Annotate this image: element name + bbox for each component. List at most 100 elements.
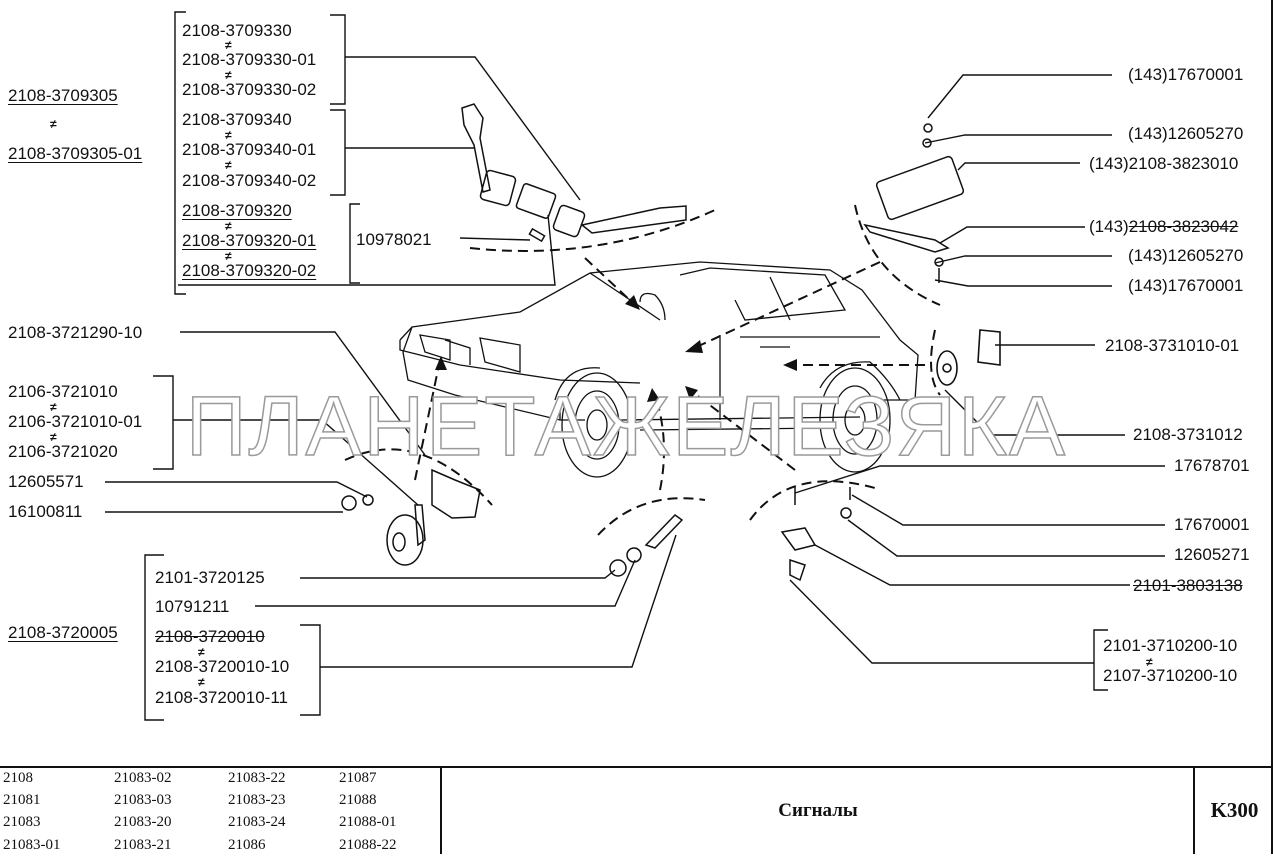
part-label-3731012[interactable]: 2108-3731012	[1133, 425, 1243, 444]
leader-relay-screw-top	[927, 74, 1112, 119]
not-interchangeable-symbol: ≠	[225, 219, 232, 233]
assembly-label-3720005[interactable]: 2108-3720005	[8, 623, 118, 642]
part-label-17678701[interactable]: 17678701	[1174, 456, 1250, 475]
model-item: 21083-22	[228, 770, 286, 786]
part-label-relay[interactable]: (143)2108-3823010	[1089, 154, 1239, 173]
leader-sensor	[789, 579, 1094, 664]
model-item: 21088-01	[339, 814, 397, 830]
model-item: 21083-02	[114, 770, 172, 786]
door-switch-drawing	[936, 329, 1001, 386]
part-label-3709340-01[interactable]: 2108-3709340-01	[182, 140, 317, 159]
leader-relay-bracket	[939, 226, 1085, 244]
part-label-10791211[interactable]: 10791211	[155, 597, 230, 616]
part-label-3721020[interactable]: 2106-3721020	[8, 442, 118, 461]
model-item: 21083-01	[3, 837, 61, 853]
part-label-relay-washer-bottom[interactable]: (143)12605270	[1128, 246, 1244, 265]
part-label-3720010-10[interactable]: 2108-3720010-10	[155, 657, 290, 676]
not-interchangeable-symbol: ≠	[225, 38, 232, 52]
leader-relay-screw-bottom	[934, 279, 1112, 287]
horn-drawing	[341, 468, 481, 566]
leader-2101-3720125	[300, 569, 616, 579]
arc-relay	[854, 204, 941, 306]
footer-title-block	[0, 766, 1273, 856]
arc-horn-switch	[597, 497, 706, 536]
part-label-16100811[interactable]: 16100811	[8, 502, 83, 521]
leader-relay	[957, 162, 1080, 171]
part-label-3709340-02[interactable]: 2108-3709340-02	[182, 171, 317, 190]
part-label-3721010[interactable]: 2106-3721010	[8, 382, 118, 401]
part-label-12605571[interactable]: 12605571	[8, 472, 84, 491]
part-label-3709330-01[interactable]: 2108-3709330-01	[182, 50, 317, 69]
arrow-switch	[584, 257, 636, 306]
bracket-3709330	[330, 14, 346, 105]
part-label-relay-bracket[interactable]: (143)2108-3823042	[1089, 217, 1239, 236]
leader-17670001	[851, 494, 1165, 526]
part-label-relay-screw-bottom[interactable]: (143)17670001	[1128, 276, 1244, 295]
part-label-2107-3710200-10[interactable]: 2107-3710200-10	[1103, 666, 1238, 685]
leader-relay-washer-top	[924, 134, 1112, 144]
not-interchangeable-symbol: ≠	[225, 249, 232, 263]
part-label-3709330-02[interactable]: 2108-3709330-02	[182, 80, 317, 99]
part-label-relay-bracket-number: 2108-3823042	[1128, 217, 1239, 236]
not-interchangeable-symbol: ≠	[50, 117, 57, 131]
part-label-3709320-01[interactable]: 2108-3709320-01	[182, 231, 317, 250]
leader-3721290	[180, 331, 426, 456]
arc-switch	[469, 209, 716, 252]
footer-divider	[1193, 766, 1195, 854]
part-label-3721010-01[interactable]: 2106-3721010-01	[8, 412, 143, 431]
part-label-10978021[interactable]: 10978021	[356, 230, 432, 249]
model-item: 21083-03	[114, 792, 172, 808]
leader-3709330	[345, 56, 581, 201]
bracket-3709340	[330, 109, 346, 196]
arrow-relay	[689, 261, 881, 351]
leader-2101-3803138	[814, 544, 1130, 586]
part-label-3709320-02[interactable]: 2108-3709320-02	[182, 261, 317, 280]
arc-sensor	[749, 480, 876, 521]
bracket-switch-assembly	[174, 11, 186, 295]
leader-switch-gasket	[944, 389, 1125, 436]
bracket-3709320	[349, 203, 360, 284]
leader-relay-washer-bottom	[934, 255, 1112, 264]
arrow-horn	[414, 359, 441, 481]
part-label-12605271[interactable]: 12605271	[1174, 545, 1250, 564]
page-code: K300	[1210, 798, 1259, 822]
leader-12605271	[847, 519, 1165, 557]
not-interchangeable-symbol: ≠	[225, 68, 232, 82]
arc-horn	[344, 448, 493, 506]
part-label-relay-washer-top[interactable]: (143)12605270	[1128, 124, 1244, 143]
not-interchangeable-symbol: ≠	[225, 128, 232, 142]
bracket-horn-group	[153, 375, 174, 470]
part-label-2101-3710200-10[interactable]: 2101-3710200-10	[1103, 636, 1238, 655]
assembly-label-3709305[interactable]: 2108-3709305	[8, 86, 118, 105]
part-label-3709340[interactable]: 2108-3709340	[182, 110, 292, 129]
frame-right-border	[1271, 0, 1273, 854]
model-item: 21083-24	[228, 814, 286, 830]
leader-3709320	[178, 214, 556, 286]
model-item: 21083-23	[228, 792, 286, 808]
not-interchangeable-symbol: ≠	[50, 400, 57, 414]
part-label-3709330[interactable]: 2108-3709330	[182, 21, 292, 40]
part-label-relay-screw-top[interactable]: (143)17670001	[1128, 65, 1244, 84]
part-label-3721290-10[interactable]: 2108-3721290-10	[8, 323, 143, 342]
leader-12605571	[105, 481, 368, 498]
part-label-3709320[interactable]: 2108-3709320	[182, 201, 292, 220]
part-label-2101-3803138[interactable]: 2101-3803138	[1133, 576, 1243, 595]
part-label-3731010-01[interactable]: 2108-3731010-01	[1105, 336, 1240, 355]
assembly-label-3709305-01[interactable]: 2108-3709305-01	[8, 144, 143, 163]
car-outline	[399, 261, 919, 478]
model-item: 21083	[3, 814, 41, 830]
part-label-3720010-11[interactable]: 2108-3720010-11	[155, 688, 288, 707]
not-interchangeable-symbol: ≠	[198, 645, 205, 659]
part-label-17670001[interactable]: 17670001	[1174, 515, 1250, 534]
model-item: 21083-21	[114, 837, 172, 853]
not-interchangeable-symbol: ≠	[50, 430, 57, 444]
leader-horn-group	[173, 419, 419, 506]
part-label-2101-3720125[interactable]: 2101-3720125	[155, 568, 265, 587]
footer-divider	[440, 766, 442, 854]
leader-3720010	[320, 534, 677, 668]
part-label-3720010[interactable]: 2108-3720010	[155, 627, 265, 646]
not-interchangeable-symbol: ≠	[1146, 655, 1153, 669]
model-item: 21086	[228, 837, 266, 853]
steering-switch-drawing	[461, 103, 687, 243]
